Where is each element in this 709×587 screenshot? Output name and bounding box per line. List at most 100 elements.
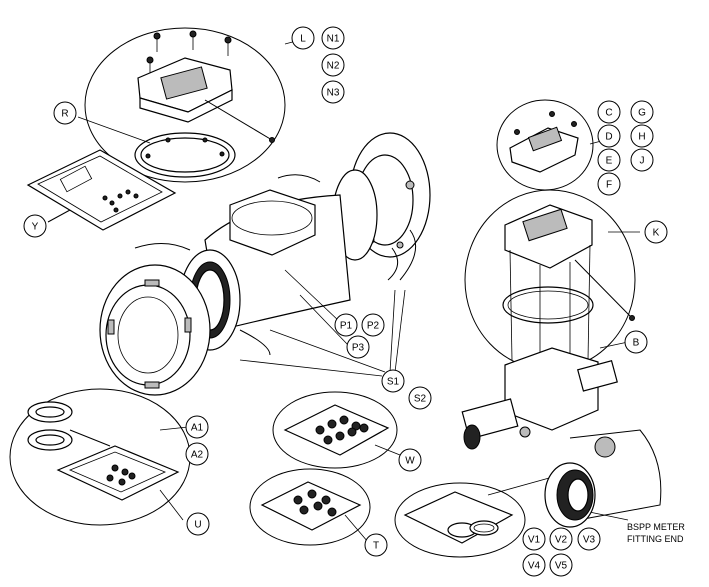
callout-label: K (653, 228, 660, 239)
callout-b: B (624, 330, 648, 354)
callout-s2: S2 (408, 386, 432, 410)
callout-circle (185, 442, 209, 466)
callout-label: R (61, 109, 68, 120)
callout-circle (644, 220, 668, 244)
meter-body (99, 132, 431, 396)
callout-label: V1 (528, 535, 541, 546)
callout-v3: V3 (577, 527, 601, 551)
callout-v5: V5 (549, 553, 573, 577)
callout-label: T (373, 541, 379, 552)
callout-label: H (638, 132, 645, 143)
callout-circle (381, 369, 405, 393)
callout-circle (522, 553, 546, 577)
kit-t (249, 468, 371, 546)
callout-circle (624, 330, 648, 354)
callout-n2: N2 (321, 53, 345, 77)
callout-circle (630, 100, 654, 124)
kit-a-u (9, 388, 191, 526)
callout-circle (597, 172, 621, 196)
callout-r: R (53, 101, 77, 125)
callout-p1: P1 (334, 313, 358, 337)
callout-circle (630, 124, 654, 148)
callout-circle (321, 26, 345, 50)
callout-circle (321, 53, 345, 77)
callout-l: L (291, 26, 315, 50)
callout-label: C (605, 108, 612, 119)
callout-label: G (638, 108, 646, 119)
callout-circle (23, 214, 47, 238)
callout-label: V5 (555, 561, 568, 572)
callout-circle (597, 124, 621, 148)
callout-circle (334, 313, 358, 337)
callout-a2: A2 (185, 442, 209, 466)
kit-v (394, 482, 526, 558)
callout-h: H (630, 124, 654, 148)
callout-circle (346, 335, 370, 359)
callout-label: U (194, 520, 201, 531)
bspp-inset (544, 429, 662, 528)
callout-circle (321, 80, 345, 104)
callout-d: D (597, 124, 621, 148)
callout-label: V2 (555, 535, 568, 546)
callout-circle (398, 448, 422, 472)
callout-circle (522, 527, 546, 551)
callout-j: J (630, 148, 654, 172)
callout-label: W (405, 456, 415, 467)
callout-a1: A1 (185, 415, 209, 439)
callout-k: K (644, 220, 668, 244)
callout-label: P2 (367, 321, 380, 332)
callout-circle (53, 101, 77, 125)
callout-circle (408, 386, 432, 410)
callout-label: F (606, 180, 612, 191)
callout-label: P1 (340, 321, 353, 332)
callout-label: A2 (191, 450, 204, 461)
callout-label: Y (32, 222, 39, 233)
kit-w (272, 391, 398, 469)
callout-label: N3 (327, 88, 340, 99)
callout-v1: V1 (522, 527, 546, 551)
callout-s1: S1 (381, 369, 405, 393)
callout-circle (597, 100, 621, 124)
callout-circle (364, 533, 388, 557)
bspp-label-line1: BSPP METER (627, 522, 685, 532)
callout-label: S1 (387, 377, 400, 388)
callout-c: C (597, 100, 621, 124)
callout-label: V4 (528, 561, 541, 572)
callout-y: Y (23, 214, 47, 238)
callout-label: A1 (191, 423, 204, 434)
register-head-detail (84, 27, 286, 183)
callout-label: J (640, 156, 645, 167)
callout-circle (549, 527, 573, 551)
callout-label: V3 (583, 535, 596, 546)
callout-label: L (300, 34, 306, 45)
callout-p2: P2 (361, 313, 385, 337)
callout-circle (597, 148, 621, 172)
callout-v4: V4 (522, 553, 546, 577)
callout-circle (361, 313, 385, 337)
callout-circle (185, 415, 209, 439)
callout-t: T (364, 533, 388, 557)
callout-circle (549, 553, 573, 577)
callout-label: P3 (352, 343, 365, 354)
small-register-detail (496, 99, 594, 191)
callout-e: E (597, 148, 621, 172)
callout-label: N1 (327, 34, 340, 45)
callout-circle (630, 148, 654, 172)
callout-label: E (606, 156, 613, 167)
callout-v2: V2 (549, 527, 573, 551)
callout-w: W (398, 448, 422, 472)
gasket-r (134, 132, 236, 178)
compact-meter-k (461, 189, 636, 450)
callout-g: G (630, 100, 654, 124)
callout-circle (577, 527, 601, 551)
callout-circle (291, 26, 315, 50)
bspp-label-line2: FITTING END (627, 534, 684, 544)
callout-n3: N3 (321, 80, 345, 104)
callout-n1: N1 (321, 26, 345, 50)
callout-p3: P3 (346, 335, 370, 359)
callout-label: B (633, 338, 640, 349)
callout-label: D (605, 132, 612, 143)
